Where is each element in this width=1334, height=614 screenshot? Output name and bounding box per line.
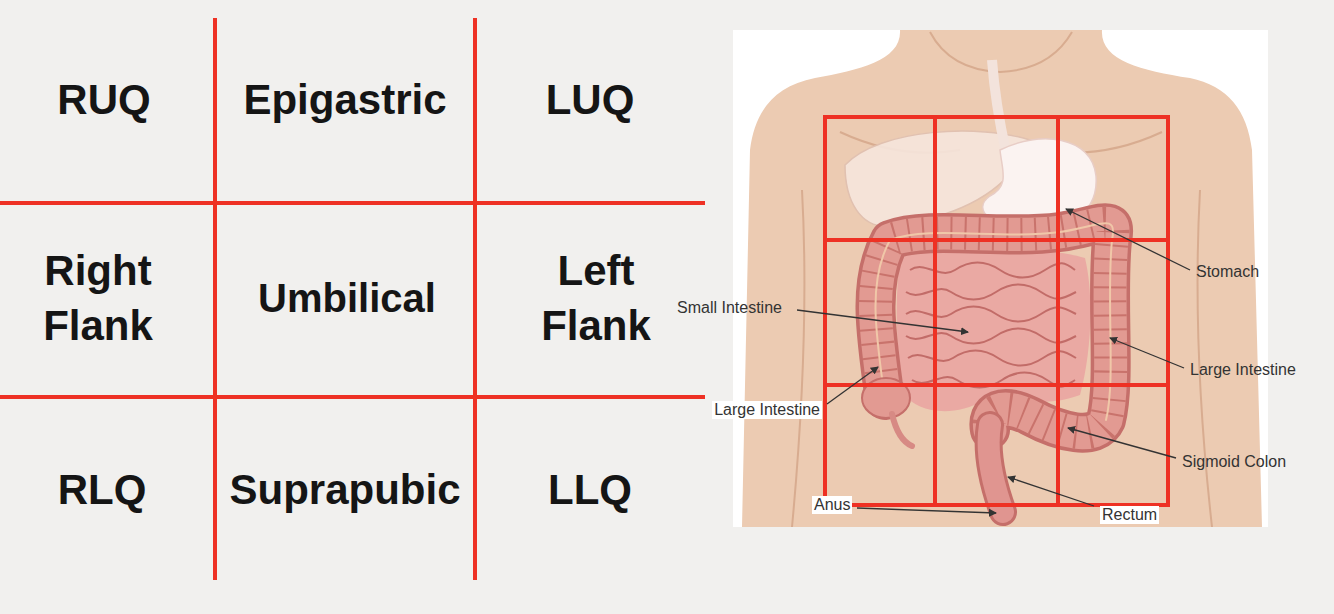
region-grid: [0, 18, 705, 580]
neck-contour: [930, 32, 1072, 72]
colon-band: [875, 223, 1113, 420]
organ-label: Large Intestine: [712, 401, 822, 419]
leader-line: [857, 508, 996, 513]
leader-line: [1008, 477, 1094, 506]
intestine-loops: [906, 263, 1076, 388]
region-label: Umbilical: [258, 272, 436, 325]
rectum-outline: [989, 425, 1003, 512]
region-label: LUQ: [546, 72, 635, 127]
region-label: LLQ: [548, 462, 632, 517]
grid-line: [825, 383, 1168, 387]
organ-label: Sigmoid Colon: [1182, 453, 1286, 471]
grid-line: [1056, 117, 1060, 505]
grid-line: [473, 18, 477, 580]
leader-line: [1068, 428, 1176, 458]
illustration-panel: [733, 30, 1268, 527]
intestine-loop: [906, 307, 1076, 322]
region-label: RLQ: [58, 462, 147, 517]
body-shading: [792, 32, 1212, 527]
organ-label: Large Intestine: [1190, 361, 1296, 379]
grid-line: [825, 238, 1168, 242]
organ-label: Stomach: [1196, 263, 1259, 281]
arm-contour: [792, 190, 804, 527]
region-label: Right Flank: [3, 243, 193, 354]
grid-frame: [825, 117, 1168, 505]
region-label: Left Flank: [501, 243, 691, 354]
grid-line: [933, 117, 937, 505]
region-label: Epigastric: [243, 72, 446, 127]
grid-line: [0, 201, 705, 205]
region-label: Suprapubic: [229, 462, 460, 517]
rectum-body: [989, 425, 1003, 512]
leader-line: [1110, 338, 1184, 368]
grid-line: [0, 395, 705, 399]
leader-line: [827, 367, 878, 404]
large-intestine-illustration: [862, 223, 1113, 512]
colon-outline: [875, 223, 1113, 433]
organ-label: Anus: [812, 496, 852, 514]
torso-illustration: [742, 30, 1262, 527]
leader-lines: [797, 209, 1190, 513]
organ-label: Rectum: [1100, 506, 1159, 524]
grid-line: [213, 18, 217, 580]
leader-line: [1066, 209, 1190, 270]
arm-contour: [1198, 190, 1212, 527]
appendix: [892, 414, 912, 446]
esophagus-illustration: [992, 60, 1006, 152]
intestine-loop: [906, 285, 1076, 300]
colon-body: [875, 223, 1113, 433]
organ-label: Small Intestine: [677, 299, 782, 317]
intestine-loop: [906, 329, 1076, 344]
leader-line: [797, 310, 968, 332]
region-label: RUQ: [57, 72, 150, 127]
colon-haustra: [875, 223, 1113, 433]
overlay-grid: [825, 117, 1168, 505]
